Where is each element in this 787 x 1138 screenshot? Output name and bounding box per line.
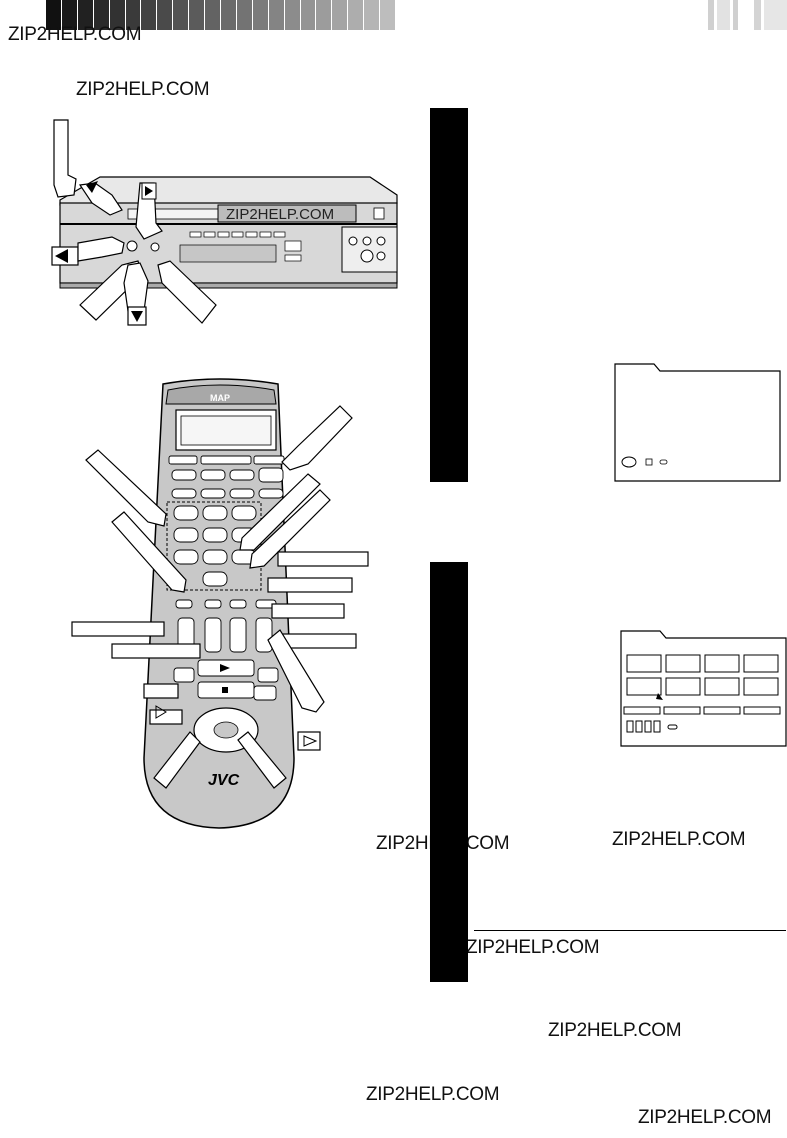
header-gradient-segment — [61, 0, 78, 30]
vcr-front-panel-illustration: ZIP2HELP.COM — [51, 119, 398, 326]
watermark: ZIP2HELP.COM — [638, 1107, 772, 1128]
watermark: ZIP2HELP.COM — [76, 79, 210, 100]
header-gradient-segment — [284, 0, 301, 30]
vcr-display-watermark: ZIP2HELP.COM — [226, 206, 334, 223]
header-gradient-segment — [205, 0, 221, 30]
header-gradient-segment — [364, 0, 381, 30]
header-gradient-segment — [220, 0, 237, 30]
remote-control-illustration: MAP JVC — [71, 378, 369, 829]
divider-line — [474, 930, 786, 931]
watermark: ZIP2HELP.COM — [366, 1084, 500, 1105]
watermark: ZIP2HELP.COM — [612, 829, 746, 850]
section-tab-lower — [430, 562, 468, 982]
onscreen-display-lower — [620, 630, 787, 747]
header-gradient-segment — [252, 0, 269, 30]
header-gradient-segment — [268, 0, 285, 30]
header-gradient-segment — [109, 0, 126, 30]
header-gradient-segment — [173, 0, 190, 30]
header-gradient-segment — [189, 0, 206, 30]
header-gradient-segment — [93, 0, 110, 30]
header-gradient-segment — [125, 0, 142, 30]
header-gradient-segment — [316, 0, 333, 30]
onscreen-display-upper — [614, 363, 781, 482]
header-gradient-segment — [46, 0, 62, 30]
corner-marks — [708, 0, 787, 30]
remote-brand-logo: JVC — [208, 772, 240, 789]
header-gradient-segment — [332, 0, 349, 30]
watermark: ZIP2HELP.COM — [548, 1020, 682, 1041]
header-gradient-segment — [141, 0, 158, 30]
section-tab-upper — [430, 108, 468, 482]
header-gradient-bar — [46, 0, 396, 30]
remote-top-label: MAP — [210, 393, 230, 403]
watermark: ZIP2HELP.COM — [8, 24, 142, 45]
watermark: ZIP2HELP.COM — [466, 937, 600, 958]
header-gradient-segment — [348, 0, 365, 30]
header-gradient-segment — [157, 0, 174, 30]
header-gradient-segment — [236, 0, 253, 30]
header-gradient-segment — [300, 0, 317, 30]
header-gradient-segment — [380, 0, 396, 30]
header-gradient-segment — [77, 0, 94, 30]
